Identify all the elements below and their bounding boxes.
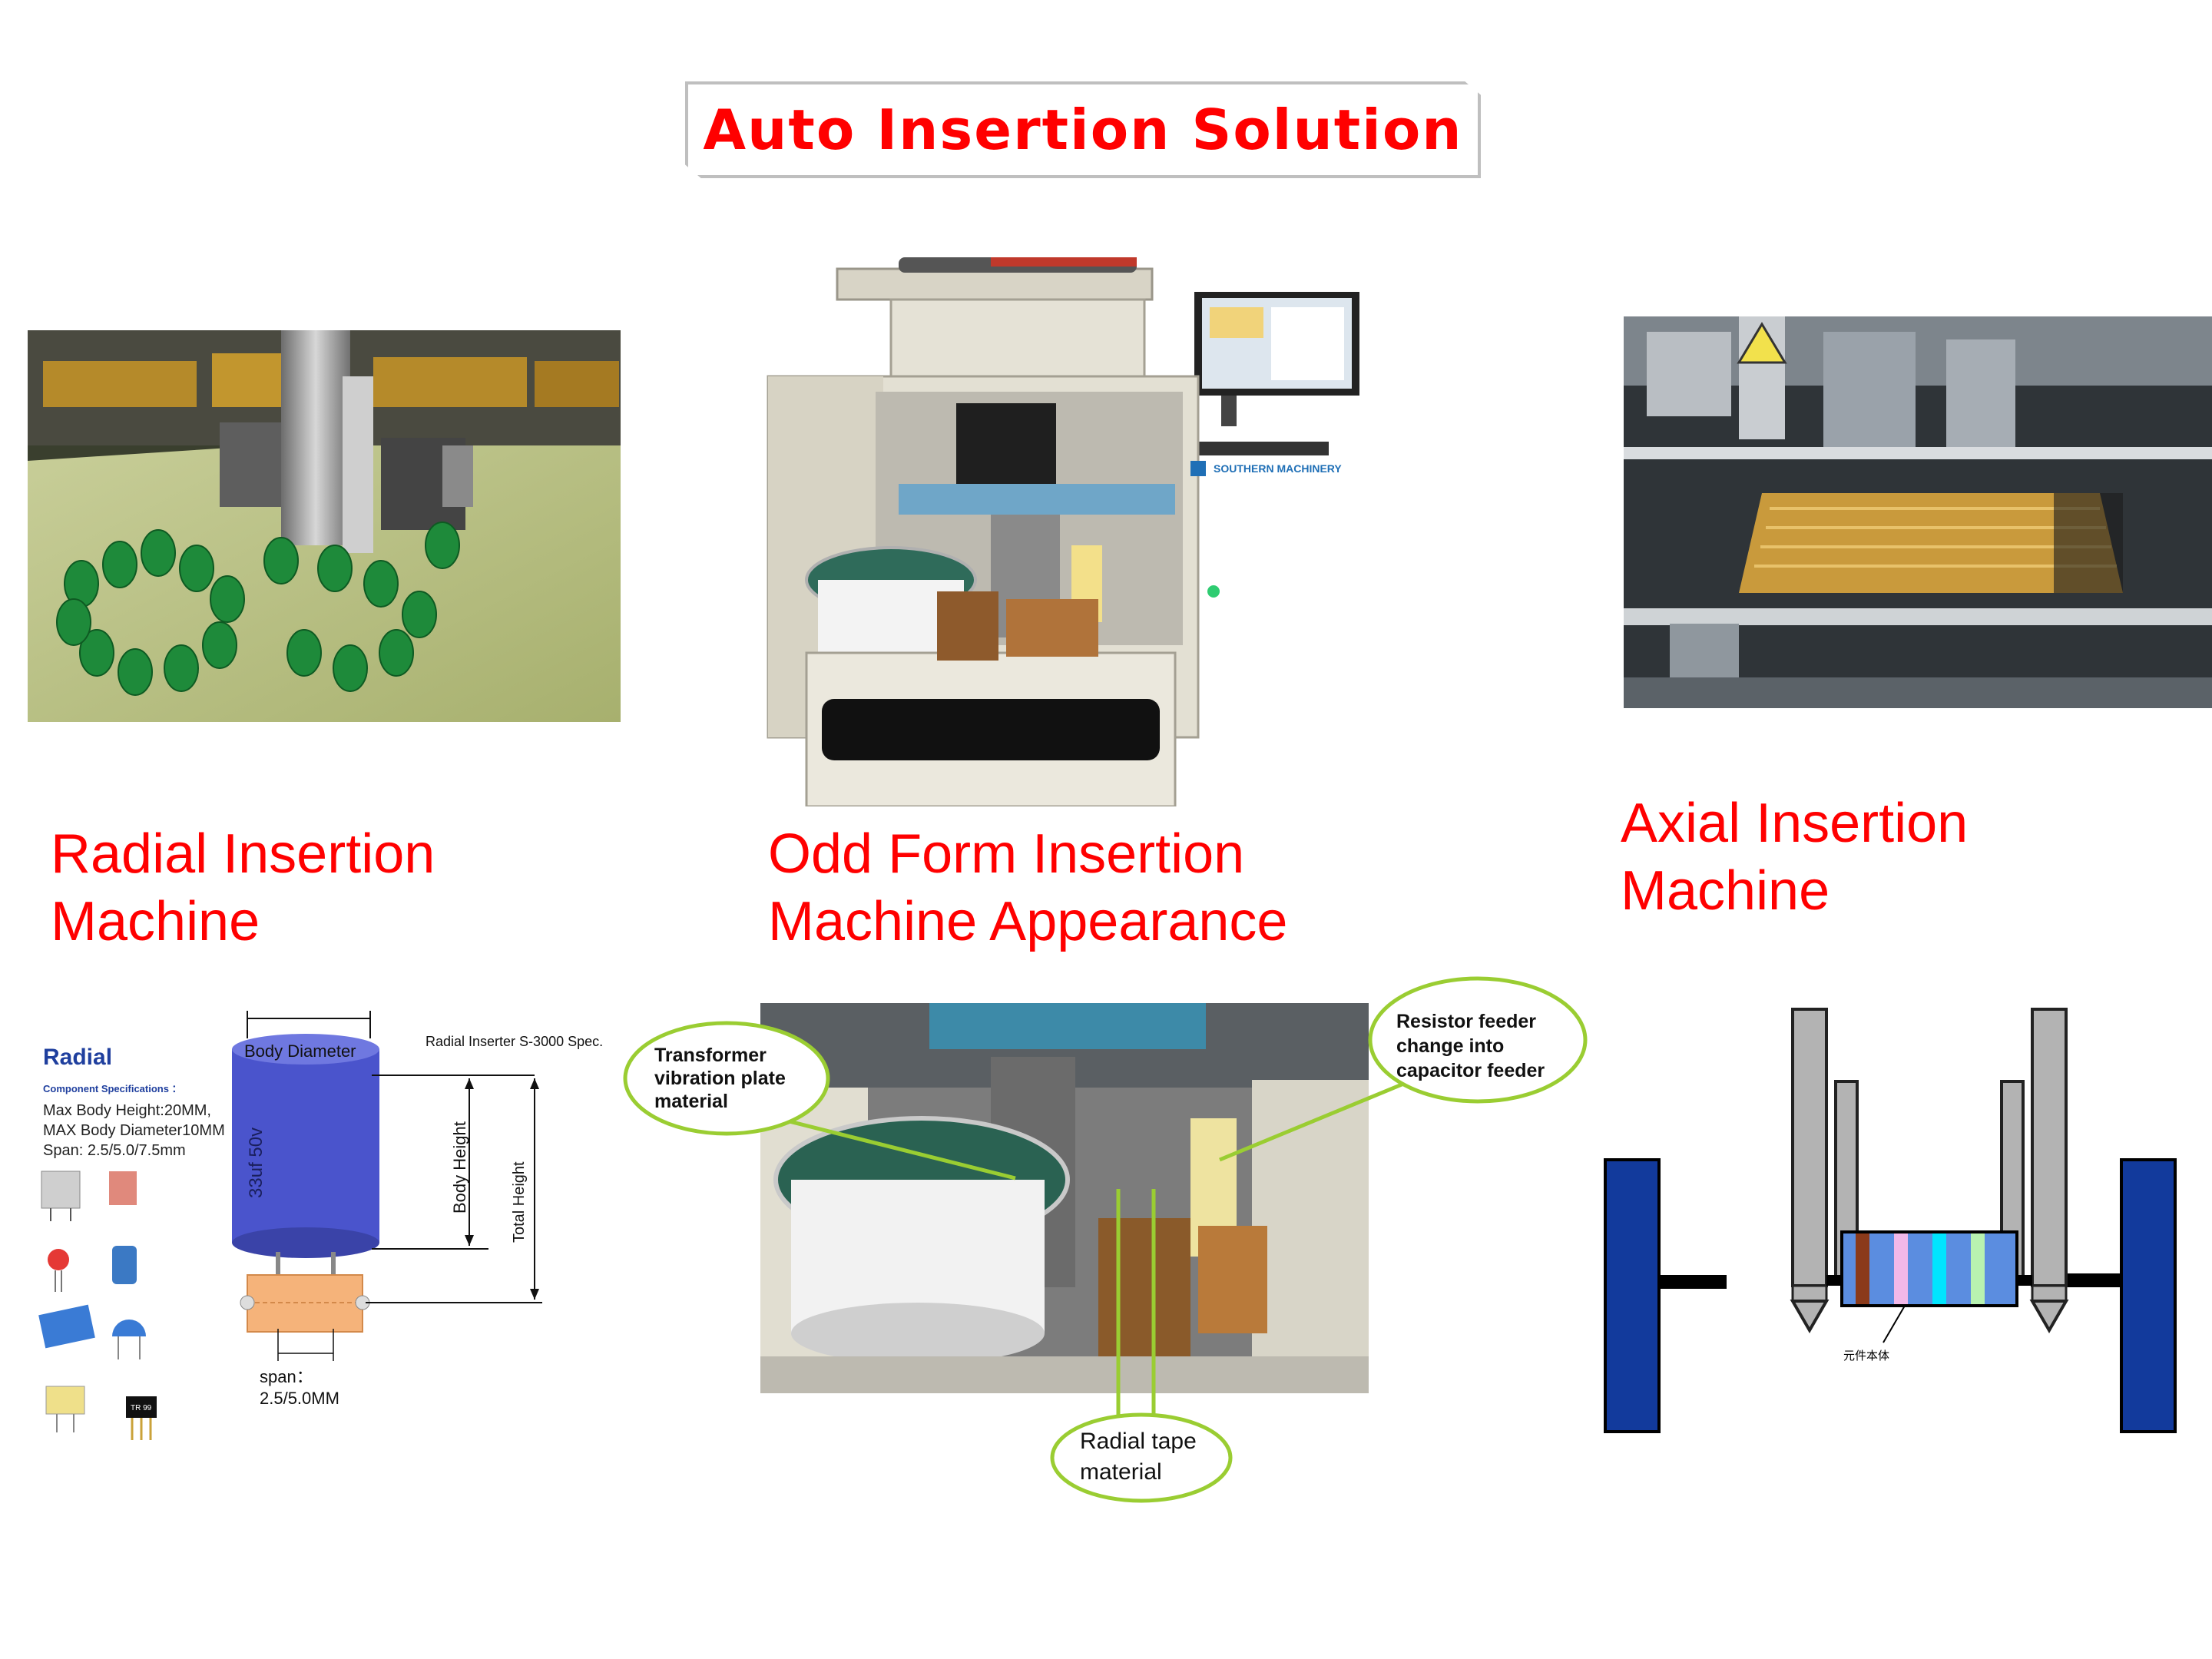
resistor-callout-line-1: Resistor feeder	[1396, 1011, 1536, 1032]
resistor-pointer	[1219, 1081, 1406, 1162]
radial-spec-subheading: Component Specifications ：	[43, 1083, 182, 1094]
radial-insertion-photo	[28, 330, 621, 722]
radial-spec-line-1: Max Body Height:20MM,	[43, 1102, 211, 1119]
radial-tape-callout-line-1: Radial tape	[1080, 1429, 1197, 1454]
resistor-callout-line-3: capacitor feeder	[1396, 1060, 1545, 1081]
transformer-pointer	[752, 1110, 1016, 1181]
left-guide-post	[1791, 1008, 1828, 1287]
radial-spec-diagram: Radial Component Specifications ： Max Bo…	[28, 998, 642, 1459]
resistor-callout-line-2: change into	[1396, 1035, 1504, 1057]
left-clamp	[1604, 1158, 1661, 1433]
transformer-callout-line-3: material	[654, 1091, 728, 1112]
span-value: 2.5/5.0MM	[260, 1389, 339, 1408]
transformer-callout-bubble	[623, 1021, 830, 1136]
axial-caption: Axial Insertion Machine	[1621, 793, 1969, 922]
odd-form-machine-illustration: SOUTHERN MACHINERY	[760, 253, 1375, 806]
radial-spec-title: Radial Inserter S-3000 Spec.	[426, 1034, 603, 1049]
radial-photo-illustration	[28, 330, 621, 722]
component-thumbnails: TR 99	[38, 1171, 157, 1440]
axial-insertion-photo	[1624, 316, 2212, 708]
axial-photo-illustration	[1624, 316, 2212, 708]
radial-spec-line-3: Span: 2.5/5.0/7.5mm	[43, 1142, 186, 1159]
transformer-callout-line-2: vibration plate	[654, 1068, 786, 1089]
axial-insertion-diagram: 元件本体	[1598, 998, 2212, 1444]
capacitor-marking: 33uf 50v	[246, 1128, 267, 1198]
body-diameter-label: Body Diameter	[244, 1041, 356, 1061]
radial-tape-callout-line-2: material	[1080, 1459, 1162, 1485]
right-guide-post	[2031, 1008, 2068, 1287]
radial-spec-line-2: MAX Body Diameter10MM	[43, 1122, 225, 1139]
total-height-label: Total Height	[511, 1161, 528, 1243]
radial-caption: Radial Insertion Machine	[51, 823, 435, 952]
transistor-marking: TR 99	[131, 1404, 152, 1412]
odd-form-machine-photo: SOUTHERN MACHINERY	[760, 253, 1375, 806]
component-body-label: 元件本体	[1843, 1349, 1889, 1363]
radial-tape-callout-bubble	[1050, 1412, 1233, 1503]
right-clamp	[2120, 1158, 2177, 1433]
title-box: Auto Insertion Solution	[685, 81, 1481, 178]
odd-form-caption: Odd Form Insertion Machine Appearance	[768, 823, 1288, 952]
radial-spec-heading: Radial	[43, 1045, 112, 1070]
slide-title: Auto Insertion Solution	[703, 98, 1463, 162]
feeder-closeup-photo	[760, 1003, 1369, 1393]
span-label: span：	[260, 1367, 313, 1386]
transformer-callout-line-1: Transformer	[654, 1045, 767, 1066]
body-height-label: Body Height	[450, 1121, 469, 1214]
resistor-callout-bubble	[1368, 976, 1588, 1104]
resistor-body	[1840, 1230, 2018, 1307]
machine-brand: SOUTHERN MACHINERY	[1214, 462, 1342, 475]
